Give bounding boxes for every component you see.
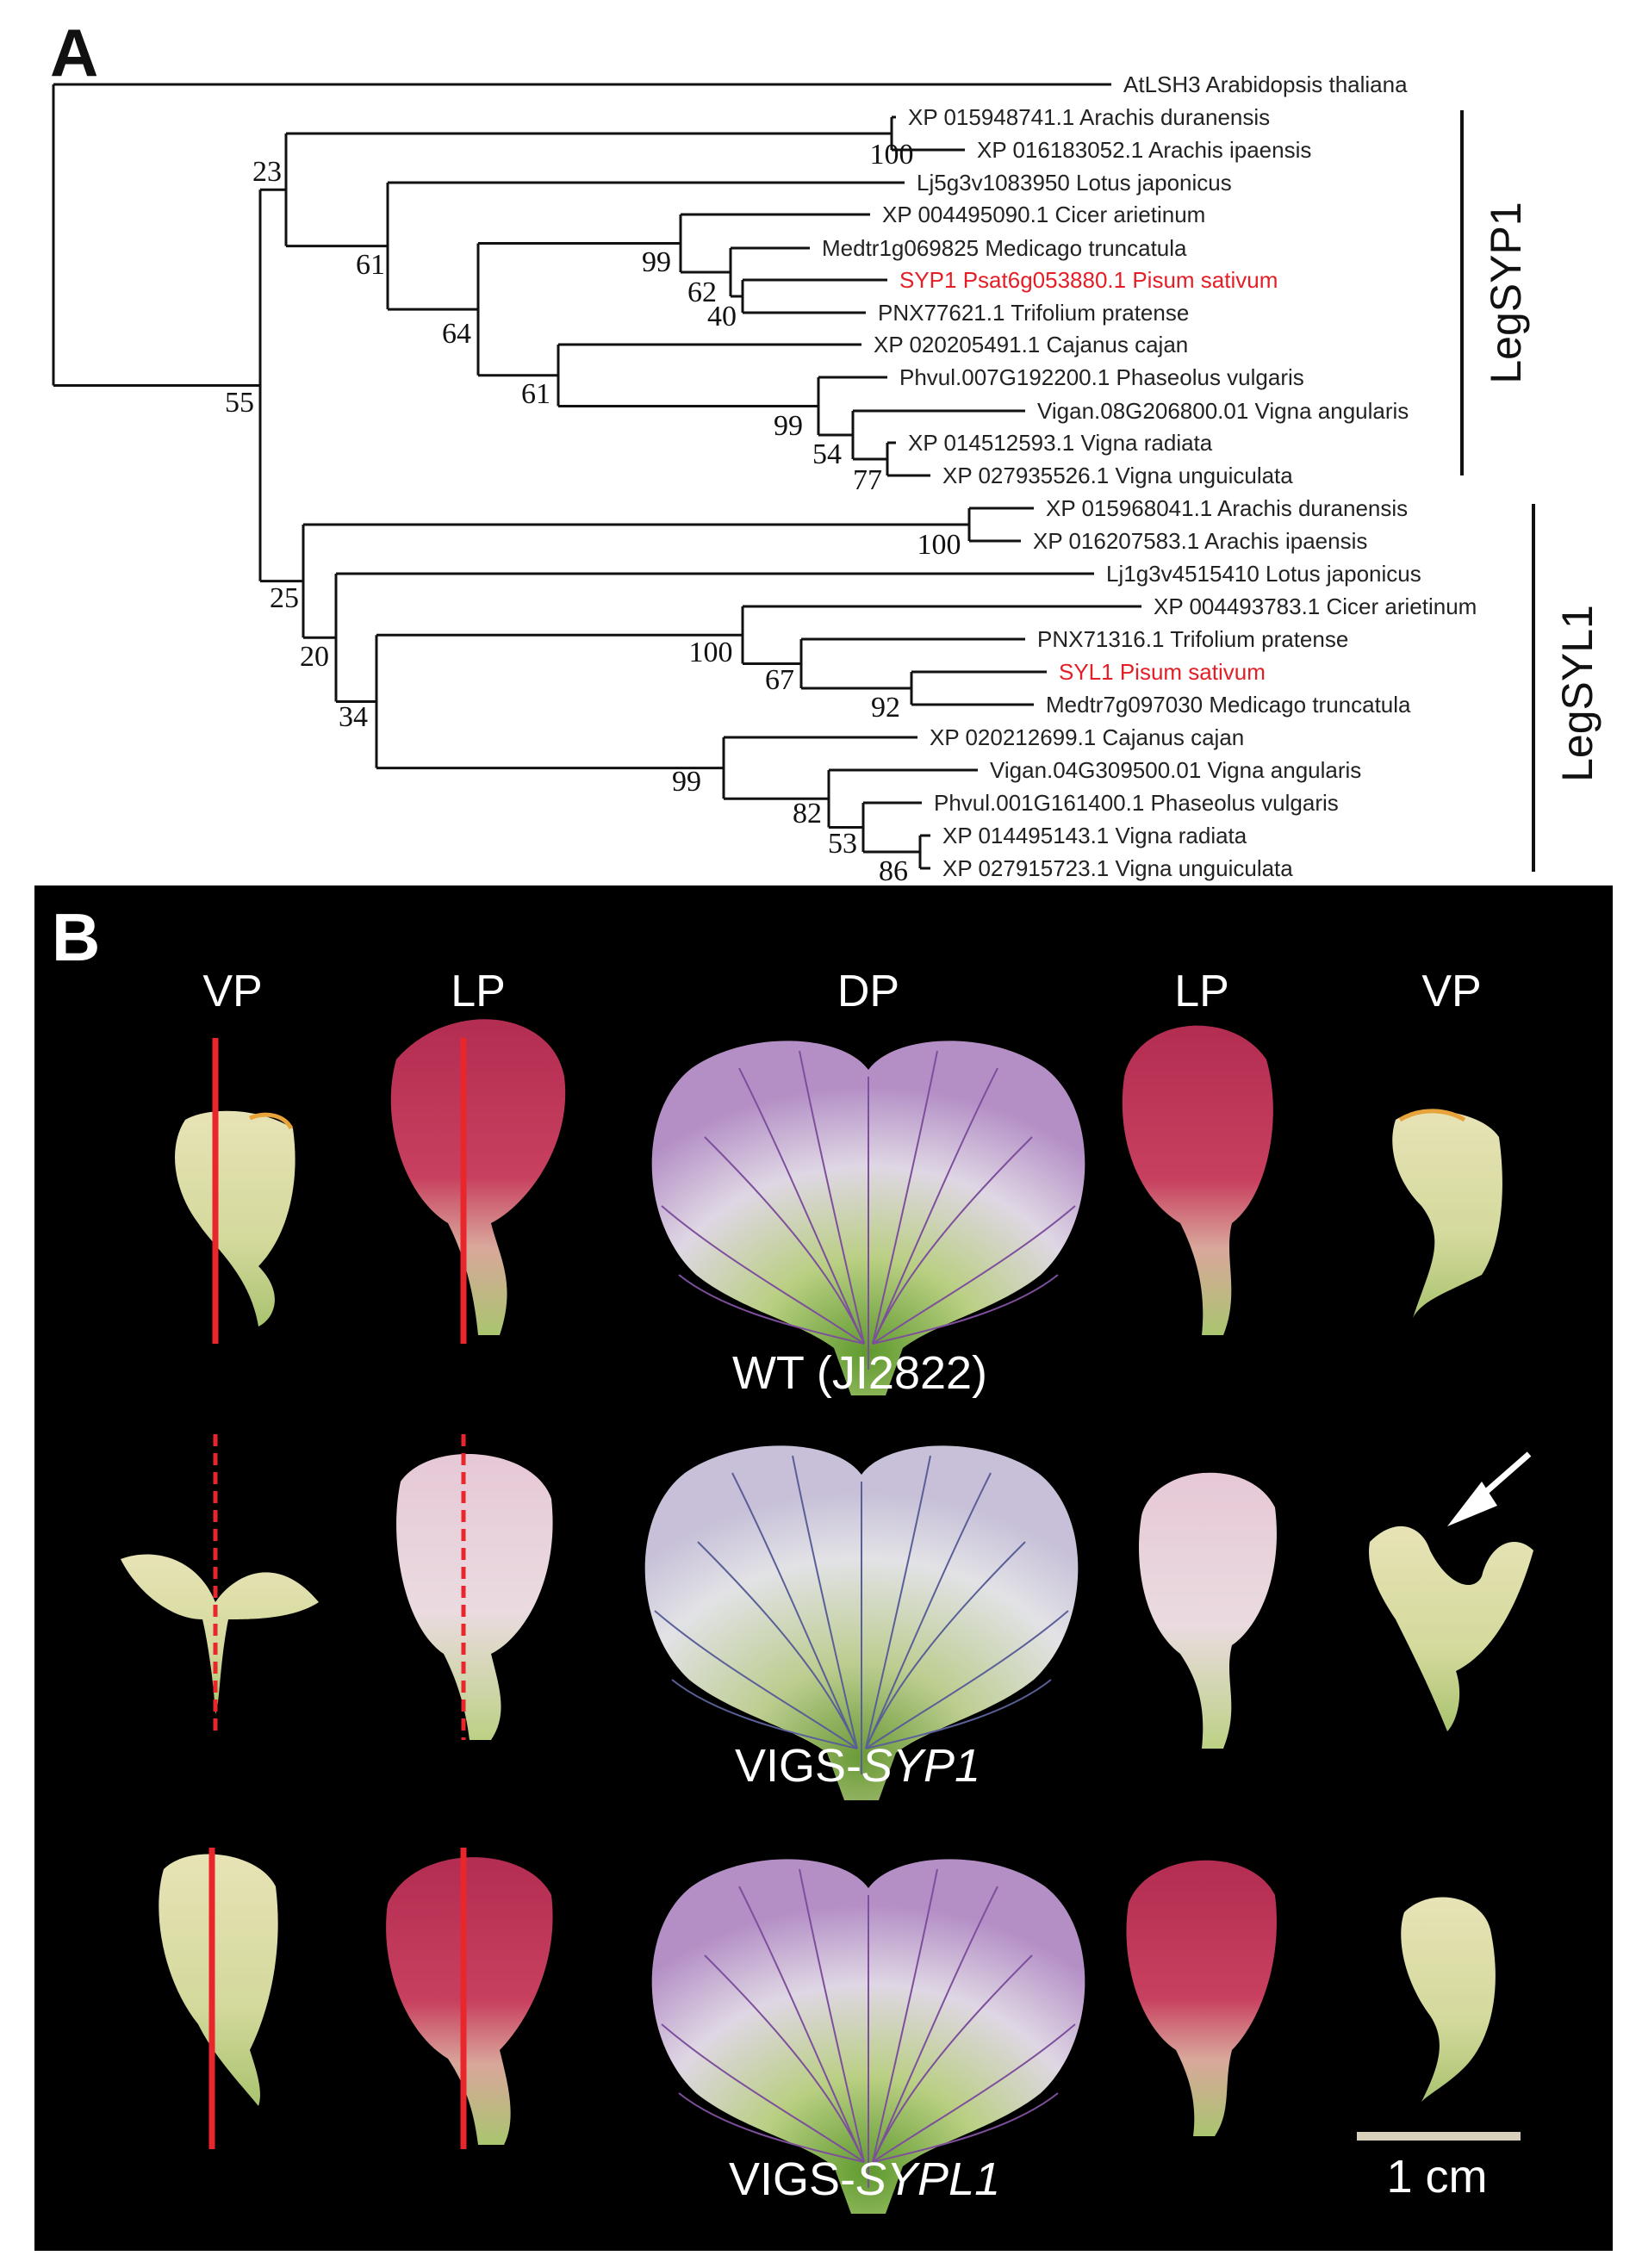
row-label-syp1-prefix: VIGS- [735, 1740, 861, 1792]
leaf-label-ai2: XP 016207583.1 Arachis ipaensis [1033, 528, 1367, 554]
column-label-vp-left: VP [202, 966, 262, 1016]
row-label-wt: WT (JI2822) [732, 1347, 987, 1399]
bootstrap-value: 86 [879, 855, 908, 887]
leaf-label-ca1: XP 004495090.1 Cicer arietinum [882, 202, 1205, 227]
leaf-label-cc1: XP 020205491.1 Cajanus cajan [874, 332, 1188, 357]
syp1-lp-left-petal [396, 1453, 553, 1740]
bootstrap-value: 55 [225, 387, 254, 419]
wt-vp-right-petal [1392, 1110, 1502, 1318]
syp1-lp-right-petal [1139, 1472, 1277, 1749]
bootstrap-value: 34 [339, 701, 368, 733]
syp1-vp-left-petal [121, 1554, 319, 1714]
leaf-label-pv2: Phvul.001G161400.1 Phaseolus vulgaris [934, 790, 1339, 816]
wt-lp-left-petal [390, 1019, 566, 1335]
bootstrap-value: 25 [270, 582, 299, 614]
leaf-label-mt2: Medtr7g097030 Medicago truncatula [1046, 692, 1411, 718]
wt-lp-right-petal [1122, 1025, 1273, 1335]
panel-label-a: A [50, 15, 98, 90]
bootstrap-value: 99 [774, 410, 803, 442]
syp1-vp-right-petal [1369, 1525, 1533, 1731]
petal-photo-panel: B VP LP DP LP VP WT (JI2822) [34, 885, 1613, 2251]
leaf-label-tp1: PNX77621.1 Trifolium pratense [878, 300, 1189, 326]
leaf-label-va1: Vigan.08G206800.01 Vigna angularis [1037, 398, 1409, 424]
sypl1-vp-left-petal [159, 1854, 278, 2106]
bootstrap-value: 64 [442, 318, 471, 350]
leaf-label-lj2: Lj1g3v4515410 Lotus japonicus [1106, 561, 1421, 587]
leaf-label-tp2: PNX71316.1 Trifolium pratense [1037, 626, 1348, 652]
row-wt: WT (JI2822) [175, 1019, 1502, 1399]
sypl1-lp-right-petal [1126, 1860, 1277, 2136]
bootstrap-value: 100 [870, 139, 914, 171]
bootstrap-value: 53 [828, 828, 857, 860]
leaf-label-pv1: Phvul.007G192200.1 Phaseolus vulgaris [899, 364, 1304, 390]
bootstrap-value: 54 [812, 438, 842, 470]
leaf-label-ad2: XP 015968041.1 Arachis duranensis [1046, 495, 1408, 521]
leaf-label-vr2: XP 014495143.1 Vigna radiata [942, 823, 1247, 848]
leaf-label-syl1: SYL1 Pisum sativum [1059, 659, 1266, 685]
bootstrap-value: 77 [853, 464, 882, 496]
leaf-label-cc2: XP 020212699.1 Cajanus cajan [930, 724, 1244, 750]
bootstrap-value: 67 [765, 664, 794, 696]
clade-label-legsyp1: LegSYP1 [1482, 202, 1530, 383]
panel-label-b: B [52, 899, 100, 975]
wt-vp-left-petal [175, 1110, 295, 1327]
bootstrap-value: 100 [917, 529, 961, 561]
bootstrap-value: 40 [707, 301, 737, 332]
sypl1-vp-right-petal [1401, 1897, 1496, 2102]
leaf-label-ad1: XP 015948741.1 Arachis duranensis [908, 104, 1270, 130]
leaf-label-mt1: Medtr1g069825 Medicago truncatula [822, 235, 1187, 261]
bootstrap-value: 23 [252, 156, 282, 188]
bootstrap-value: 100 [689, 637, 733, 668]
scale-bar-label: 1 cm [1386, 2151, 1487, 2203]
arrow-icon [1447, 1451, 1532, 1526]
sypl1-lp-left-petal [386, 1857, 553, 2145]
wt-vp-right-anther [1398, 1109, 1466, 1122]
leaf-label-lj1: Lj5g3v1083950 Lotus japonicus [917, 170, 1232, 196]
phylogenetic-tree-panel: A AtLSH3 Arabidopsis thaliana XP 01594874… [50, 15, 1602, 887]
bootstrap-value: 61 [521, 378, 550, 410]
tree-branches [52, 83, 1141, 870]
row-label-syp1-gene: SYP1 [861, 1740, 980, 1792]
column-label-lp-right: LP [1174, 966, 1229, 1016]
bootstrap-value: 62 [687, 277, 717, 308]
bootstrap-value: 61 [356, 249, 385, 281]
column-label-lp-left: LP [451, 966, 506, 1016]
bootstrap-value: 99 [642, 246, 671, 278]
bootstrap-value: 99 [672, 766, 701, 798]
leaf-label-vu1: XP 027935526.1 Vigna unguiculata [942, 463, 1293, 488]
column-label-dp: DP [837, 966, 899, 1016]
leaf-label-syp1: SYP1 Psat6g053880.1 Pisum sativum [899, 267, 1278, 293]
row-label-sypl1-prefix: VIGS- [729, 2153, 855, 2205]
tree-leaf-labels: AtLSH3 Arabidopsis thaliana XP 015948741.… [822, 71, 1477, 881]
leaf-label-ca2: XP 004493783.1 Cicer arietinum [1154, 593, 1477, 619]
clade-label-legsyl1: LegSYL1 [1553, 605, 1602, 782]
bootstrap-value: 20 [300, 641, 329, 673]
leaf-label-va2: Vigan.04G309500.01 Vigna angularis [990, 757, 1361, 783]
column-label-vp-right: VP [1421, 966, 1481, 1016]
wt-vp-left-anther [249, 1112, 294, 1130]
leaf-label-atlsh3: AtLSH3 Arabidopsis thaliana [1123, 71, 1408, 97]
bootstrap-value: 92 [871, 692, 900, 724]
leaf-label-vu2: XP 027915723.1 Vigna unguiculata [942, 855, 1293, 881]
row-vigs-sypl1: VIGS- SYPL1 [159, 1848, 1496, 2214]
bootstrap-value: 82 [793, 798, 822, 830]
leaf-label-ai1: XP 016183052.1 Arachis ipaensis [977, 137, 1311, 163]
leaf-label-vr1: XP 014512593.1 Vigna radiata [908, 430, 1213, 456]
row-vigs-syp1: VIGS- SYP1 [121, 1434, 1533, 1800]
row-label-sypl1-gene: SYPL1 [855, 2153, 1000, 2205]
